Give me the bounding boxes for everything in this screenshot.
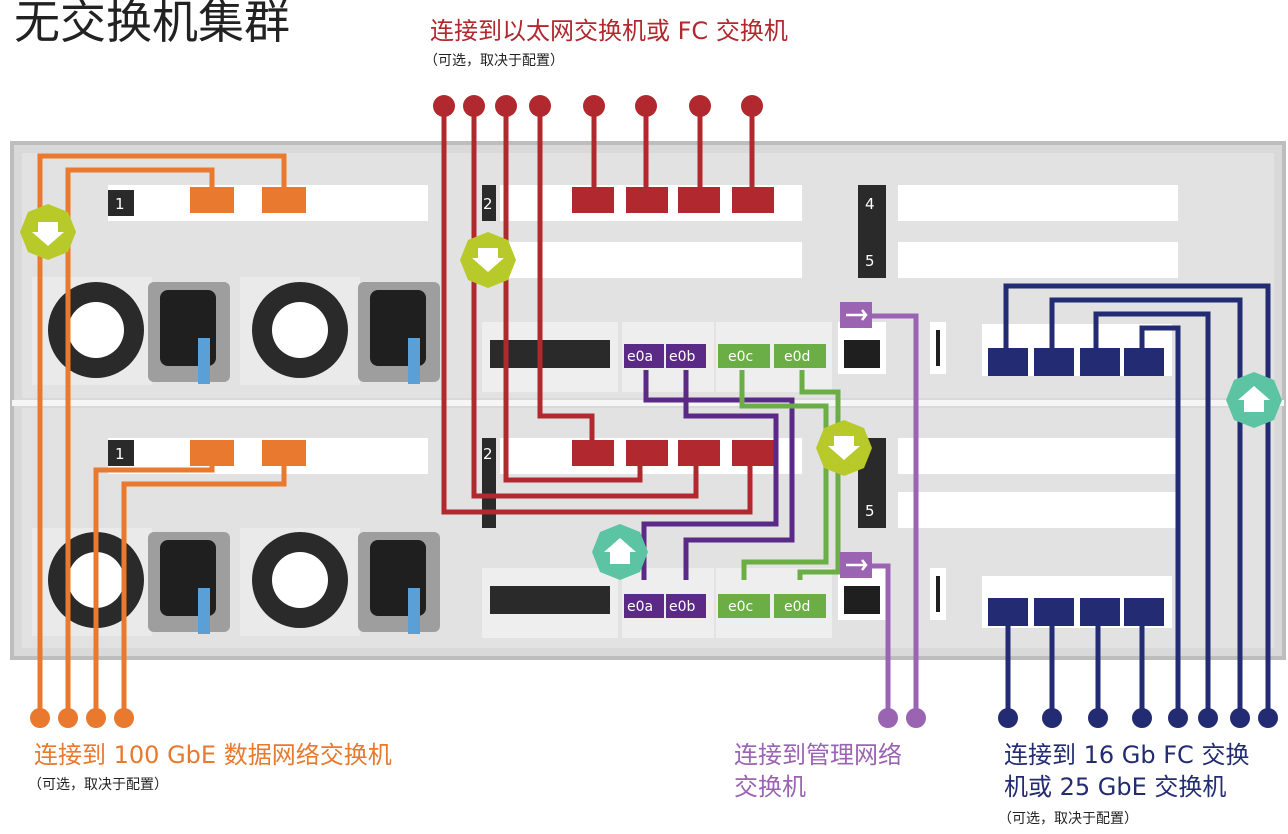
port-e0a-label: e0a bbox=[627, 599, 653, 615]
data-network-note: （可选，取决于配置） bbox=[28, 777, 168, 793]
arrow-down-icon bbox=[460, 232, 516, 288]
port-labels: e0a e0b e0c e0d e0a e0b e0c e0d bbox=[627, 349, 810, 615]
mgmt-label-line2: 交换机 bbox=[734, 773, 806, 801]
port-e0b-label: e0b bbox=[669, 599, 696, 615]
port-e0c-label: e0c bbox=[728, 349, 753, 365]
data-network-label: 连接到 100 GbE 数据网络交换机 bbox=[34, 741, 392, 769]
arrow-down-icon bbox=[816, 420, 872, 476]
slot-num: 5 bbox=[865, 502, 875, 520]
port-e0d-label: e0d bbox=[784, 599, 810, 615]
red-connectors bbox=[433, 95, 774, 466]
orange-cables bbox=[37, 153, 287, 716]
purple-cables bbox=[641, 370, 795, 580]
navy-cables bbox=[1003, 283, 1271, 716]
slot-num: 2 bbox=[483, 195, 493, 213]
port-e0b-label: e0b bbox=[669, 349, 696, 365]
ethernet-fc-label: 连接到以太网交换机或 FC 交换机 bbox=[430, 17, 788, 45]
green-cables bbox=[739, 370, 841, 580]
green-ports bbox=[718, 344, 826, 618]
port-e0a-label: e0a bbox=[627, 349, 653, 365]
arrow-up-icon bbox=[1226, 372, 1282, 428]
navy-connectors bbox=[988, 348, 1278, 728]
slot-num: 4 bbox=[865, 195, 875, 213]
ethernet-fc-note: （可选，取决于配置） bbox=[424, 53, 564, 69]
fc-label-line1: 连接到 16 Gb FC 交换 bbox=[1004, 741, 1250, 769]
arrow-up-icon bbox=[592, 524, 648, 580]
mgmt-label-line1: 连接到管理网络 bbox=[734, 741, 902, 769]
port-e0c-label: e0c bbox=[728, 599, 753, 615]
slot-num: 2 bbox=[483, 445, 493, 463]
slot-num: 1 bbox=[115, 195, 125, 213]
wrench-icon bbox=[840, 302, 926, 728]
slot-numbers: 1 2 4 5 1 2 5 bbox=[115, 195, 875, 520]
orange-connectors bbox=[30, 187, 306, 728]
fc-note: （可选，取决于配置） bbox=[998, 811, 1138, 827]
fc-label-line2: 机或 25 GbE 交换机 bbox=[1004, 773, 1227, 801]
port-e0a-top bbox=[624, 344, 706, 618]
slot-num: 1 bbox=[115, 445, 125, 463]
red-cables bbox=[441, 106, 755, 515]
port-e0d-label: e0d bbox=[784, 349, 810, 365]
arrow-down-icon bbox=[20, 204, 76, 260]
slot-num: 5 bbox=[865, 252, 875, 270]
page-title: 无交换机集群 bbox=[14, 0, 290, 49]
